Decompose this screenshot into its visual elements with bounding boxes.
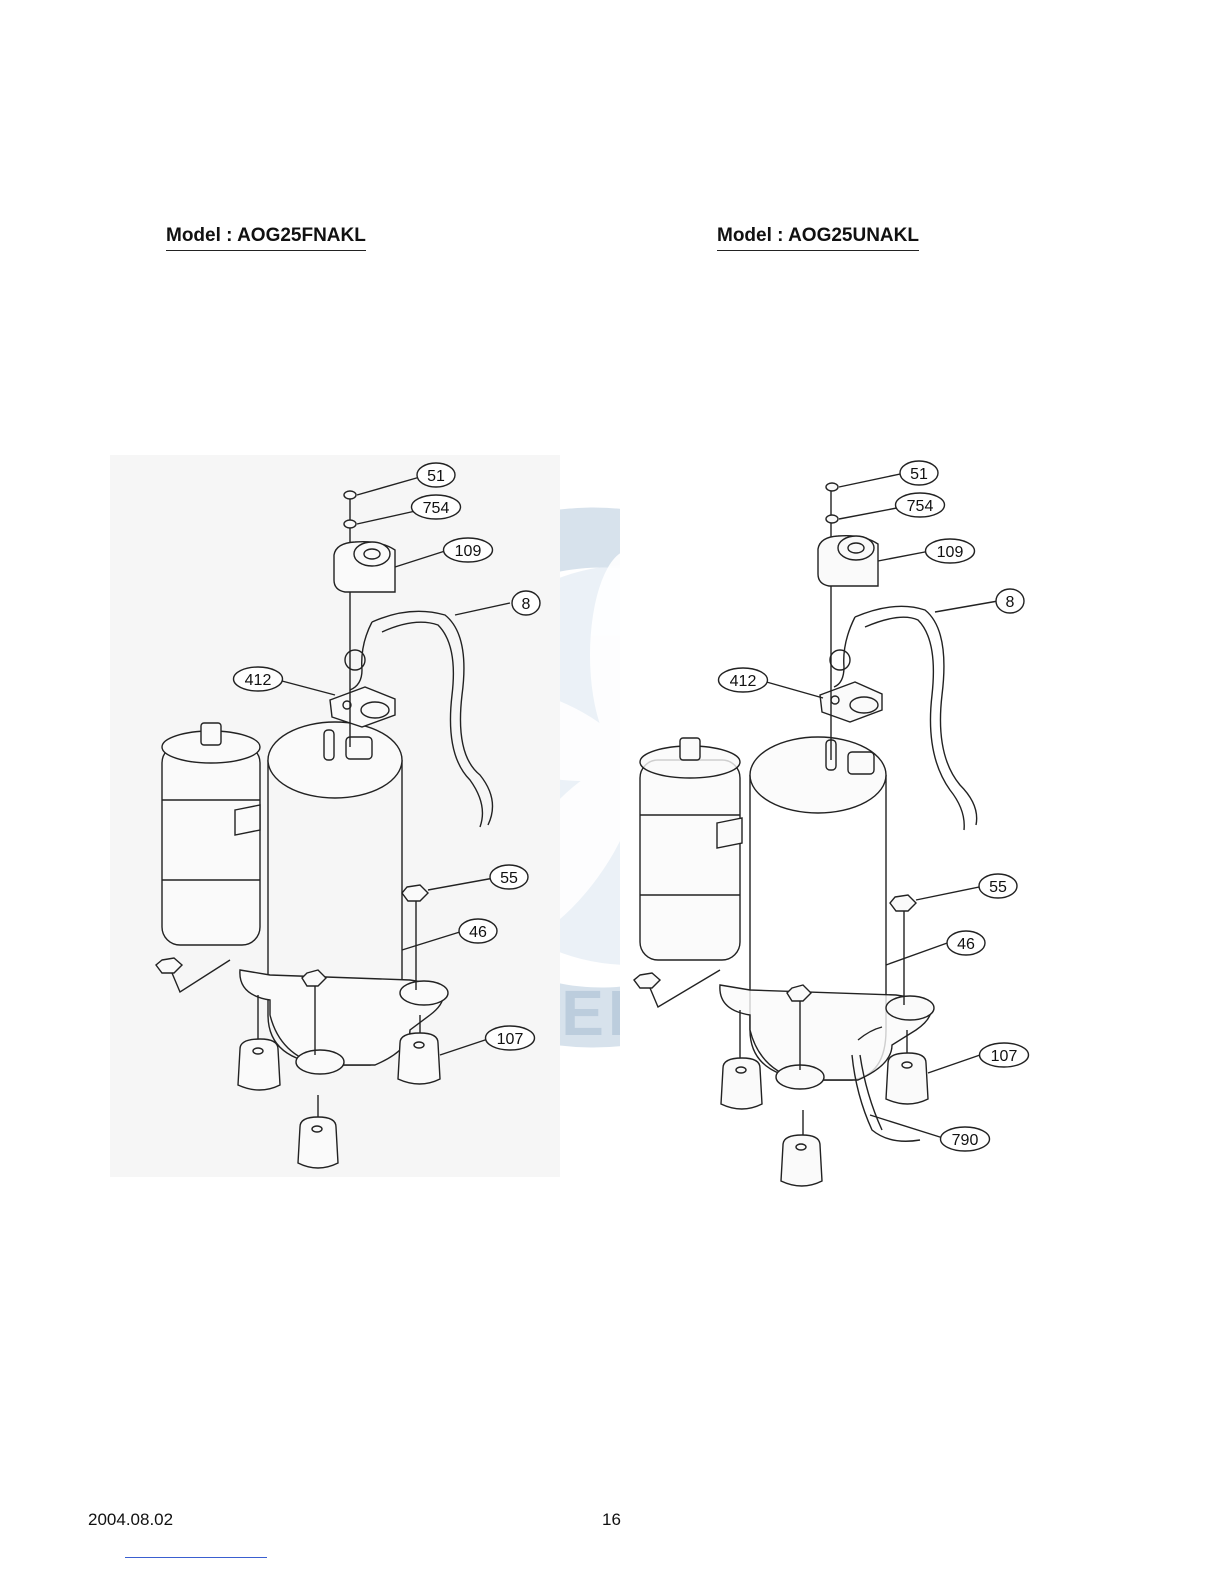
page-number: 16	[602, 1510, 621, 1530]
callout-label-left-55: 55	[500, 870, 518, 887]
callout-label-left-51: 51	[427, 468, 445, 485]
callout-label-left-109: 109	[455, 543, 482, 560]
callout-label-left-46: 46	[469, 924, 487, 941]
callout-label-right-55: 55	[989, 879, 1007, 896]
callout-label-left-754: 754	[423, 500, 450, 517]
compressor-diagram-right: 51 754 109 8 412 55 46 107 790	[620, 455, 1070, 1200]
callout-label-right-790: 790	[952, 1132, 979, 1149]
callout-label-right-412: 412	[730, 673, 757, 690]
callout-label-right-46: 46	[957, 936, 975, 953]
callout-label-left-412: 412	[245, 672, 272, 689]
callout-label-left-8: 8	[522, 596, 531, 613]
footer-link-underline	[125, 1557, 267, 1558]
callout-label-right-109: 109	[937, 544, 964, 561]
callout-label-right-754: 754	[907, 498, 934, 515]
callout-label-right-107: 107	[991, 1048, 1018, 1065]
footer-date: 2004.08.02	[88, 1510, 173, 1530]
callout-label-right-51: 51	[910, 466, 928, 483]
model-title-right: Model : AOG25UNAKL	[717, 225, 919, 251]
model-title-left: Model : AOG25FNAKL	[166, 225, 366, 251]
compressor-diagram-left: 51 754 109 8 412 55 46 107	[110, 455, 560, 1177]
callout-label-right-8: 8	[1006, 594, 1015, 611]
callout-label-left-107: 107	[497, 1031, 524, 1048]
